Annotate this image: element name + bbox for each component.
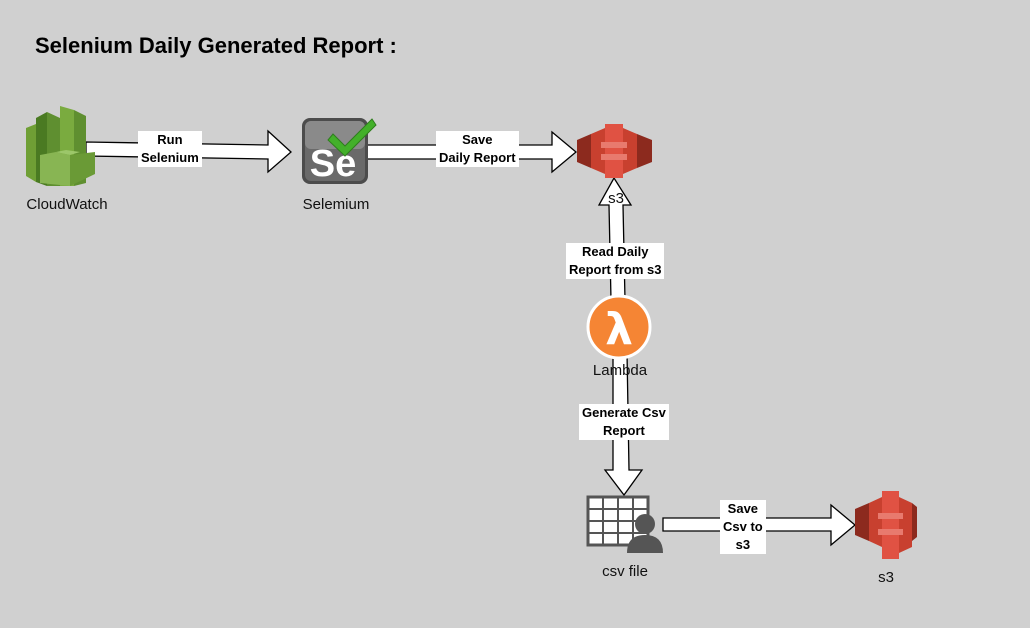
cloudwatch-label: CloudWatch	[26, 196, 108, 213]
edge-label-generate-csv: Generate Csv Report	[579, 404, 669, 440]
selenium-icon: Se	[302, 118, 377, 185]
lambda-icon: λ	[586, 294, 652, 360]
s3-top-label: s3	[608, 190, 624, 207]
csv-file-label: csv file	[602, 563, 648, 580]
diagram-title: Selenium Daily Generated Report :	[35, 33, 397, 58]
svg-text:λ: λ	[605, 304, 633, 355]
edge-label-save-daily-report: Save Daily Report	[436, 131, 519, 167]
s3-top-icon	[577, 124, 652, 178]
cloudwatch-icon	[26, 106, 95, 186]
s3-bottom-label: s3	[878, 569, 894, 586]
lambda-label: Lambda	[592, 362, 648, 379]
selenium-label: Selemium	[302, 196, 370, 213]
s3-bottom-icon	[855, 491, 917, 559]
edge-label-read-daily-report: Read Daily Report from s3	[566, 243, 665, 279]
edge-label-run-selenium: Run Selenium	[138, 131, 202, 167]
edge-label-save-csv: Save Csv to s3	[720, 500, 766, 554]
csv-file-icon	[586, 495, 663, 553]
